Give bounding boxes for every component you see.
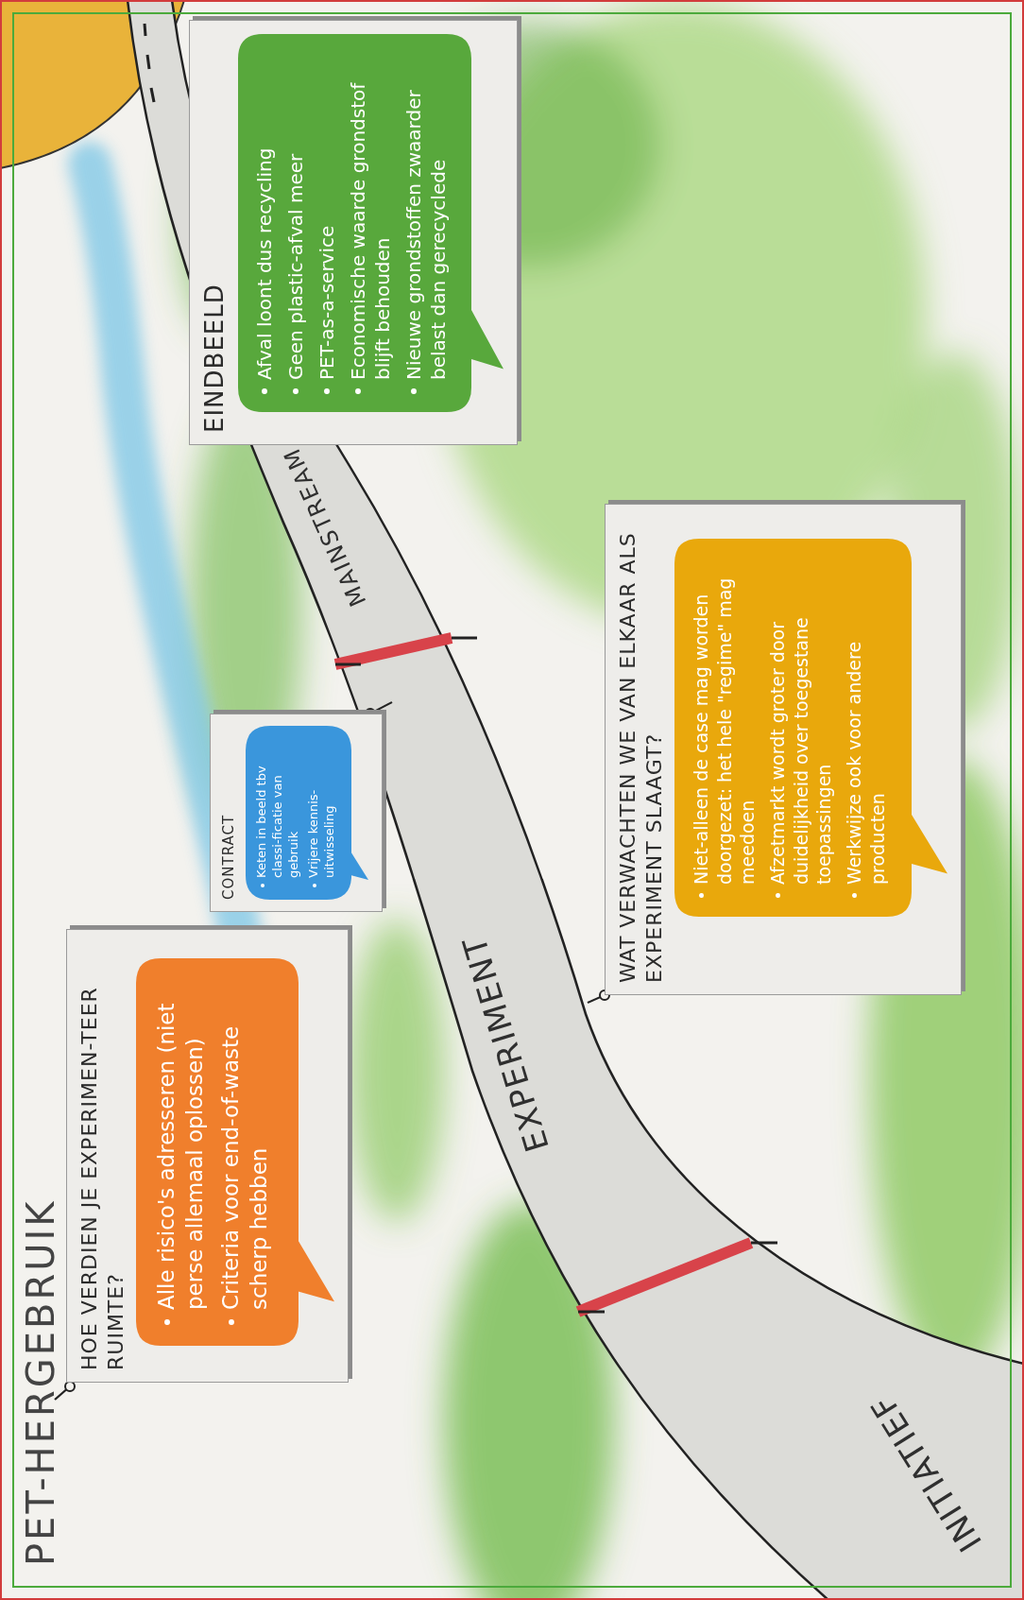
bullet-text: Werkwijze ook voor andere producten xyxy=(842,557,889,885)
bullet-item: Afzetmarkt wordt groter door duidelijkhe… xyxy=(766,557,837,898)
bullet-text: Afzetmarkt wordt groter door duidelijkhe… xyxy=(766,557,837,885)
sheet-heading: HOE VERDIEN JE EXPERIMEN-TEER RUIMTE? xyxy=(76,940,129,1370)
bullet-dot xyxy=(355,388,361,394)
flipchart-sheet: CONTRACT Keten in beeld tbv classi-ficati… xyxy=(209,713,383,912)
bullet-text: Afval loont dus recycling xyxy=(252,148,277,380)
speech-bubble: Niet-alleen de case mag worden doorgezet… xyxy=(674,538,912,917)
chart-title: PET-HERGEBRUIK xyxy=(18,1197,63,1566)
bullet-text: Alle risico's adresseren (niet perse all… xyxy=(153,978,210,1310)
road-dashes xyxy=(144,23,154,103)
speech-bubble: Keten in beeld tbv classi-ficatie van ge… xyxy=(245,725,352,900)
bullet-dot xyxy=(164,1318,171,1325)
bullet-dot xyxy=(775,892,781,898)
bullet-text: Criteria voor end-of-waste scherp hebben xyxy=(217,978,274,1310)
bullet-item: Criteria voor end-of-waste scherp hebben xyxy=(217,978,274,1325)
bullet-dot xyxy=(261,388,268,394)
speech-bubble-outline xyxy=(238,34,504,412)
bullet-item: Werkwijze ook voor andere producten xyxy=(842,557,889,898)
road-barrier xyxy=(335,637,478,665)
bullet-dot xyxy=(324,388,330,394)
speech-bubble-outline xyxy=(136,957,335,1346)
bullet-item: Vrijere kennis-uitwisseling xyxy=(306,737,339,888)
road-barrier xyxy=(578,1242,778,1312)
bullet-text: Niet-alleen de case mag worden doorgezet… xyxy=(689,557,760,885)
bullet-dot xyxy=(292,388,299,394)
bullet-dot xyxy=(410,388,417,394)
bullet-dot xyxy=(260,883,265,888)
sheet-heading: CONTRACT xyxy=(220,725,239,900)
flipchart-sheet: WAT VERWACHTEN WE VAN ELKAAR ALS EXPERIM… xyxy=(604,503,962,995)
bullet-item: Alle risico's adresseren (niet perse all… xyxy=(153,978,210,1325)
flipchart-sheet: EINDBEELDAfval loont dus recyclingGeen p… xyxy=(188,19,518,445)
bullet-dot xyxy=(699,892,704,898)
bullet-item: Geen plastic-afval meer xyxy=(283,51,308,394)
sheet-heading: WAT VERWACHTEN WE VAN ELKAAR ALS EXPERIM… xyxy=(614,515,667,983)
bullet-text: Nieuwe grondstoffen zwaarder belast dan … xyxy=(401,51,451,380)
speech-bubble: Alle risico's adresseren (niet perse all… xyxy=(136,957,299,1346)
bullet-item: Economische waarde grondstof blijft beho… xyxy=(345,51,395,394)
bullet-item: Nieuwe grondstoffen zwaarder belast dan … xyxy=(401,51,451,394)
bullet-item: PET-as-a-service xyxy=(314,51,340,394)
bullet-text: Vrijere kennis-uitwisseling xyxy=(306,737,339,878)
bullet-text: Economische waarde grondstof blijft beho… xyxy=(345,51,395,380)
flipchart-sheet: HOE VERDIEN JE EXPERIMEN-TEER RUIMTE? All… xyxy=(66,928,349,1383)
bullet-dot xyxy=(852,892,857,898)
bullet-item: Keten in beeld tbv classi-ficatie van ge… xyxy=(254,737,303,888)
inner-frame xyxy=(13,13,1011,1587)
speech-bubble-outline xyxy=(245,725,369,900)
leader-pin xyxy=(54,701,610,1400)
sheet-heading: EINDBEELD xyxy=(199,32,231,433)
bullet-item: Afval loont dus recycling xyxy=(252,51,277,394)
speech-bubble: Afval loont dus recyclingGeen plastic-af… xyxy=(238,34,472,412)
bullet-dot xyxy=(312,883,317,888)
bullet-text: PET-as-a-service xyxy=(314,225,340,380)
speech-bubble-outline xyxy=(674,538,948,917)
bullet-item: Niet-alleen de case mag worden doorgezet… xyxy=(689,557,760,898)
bullet-dot xyxy=(228,1318,235,1325)
bullet-text: Keten in beeld tbv classi-ficatie van ge… xyxy=(254,737,303,878)
bullet-text: Geen plastic-afval meer xyxy=(283,153,308,380)
